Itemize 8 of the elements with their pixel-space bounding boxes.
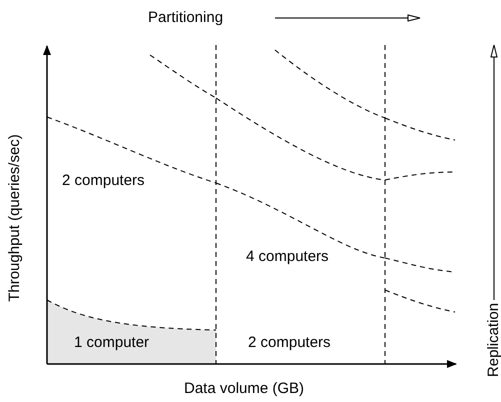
region-label: 4 computers — [246, 248, 329, 266]
region-label: 1 computer — [74, 334, 150, 352]
axis-title: Throughput (queries/sec) — [6, 134, 24, 302]
axis-title: Data volume (GB) — [184, 380, 304, 398]
direction-label: Replication — [485, 302, 501, 378]
region-label: 2 computers — [248, 334, 331, 352]
region-label: 2 computers — [62, 172, 145, 190]
direction-label: Partitioning — [148, 9, 224, 27]
